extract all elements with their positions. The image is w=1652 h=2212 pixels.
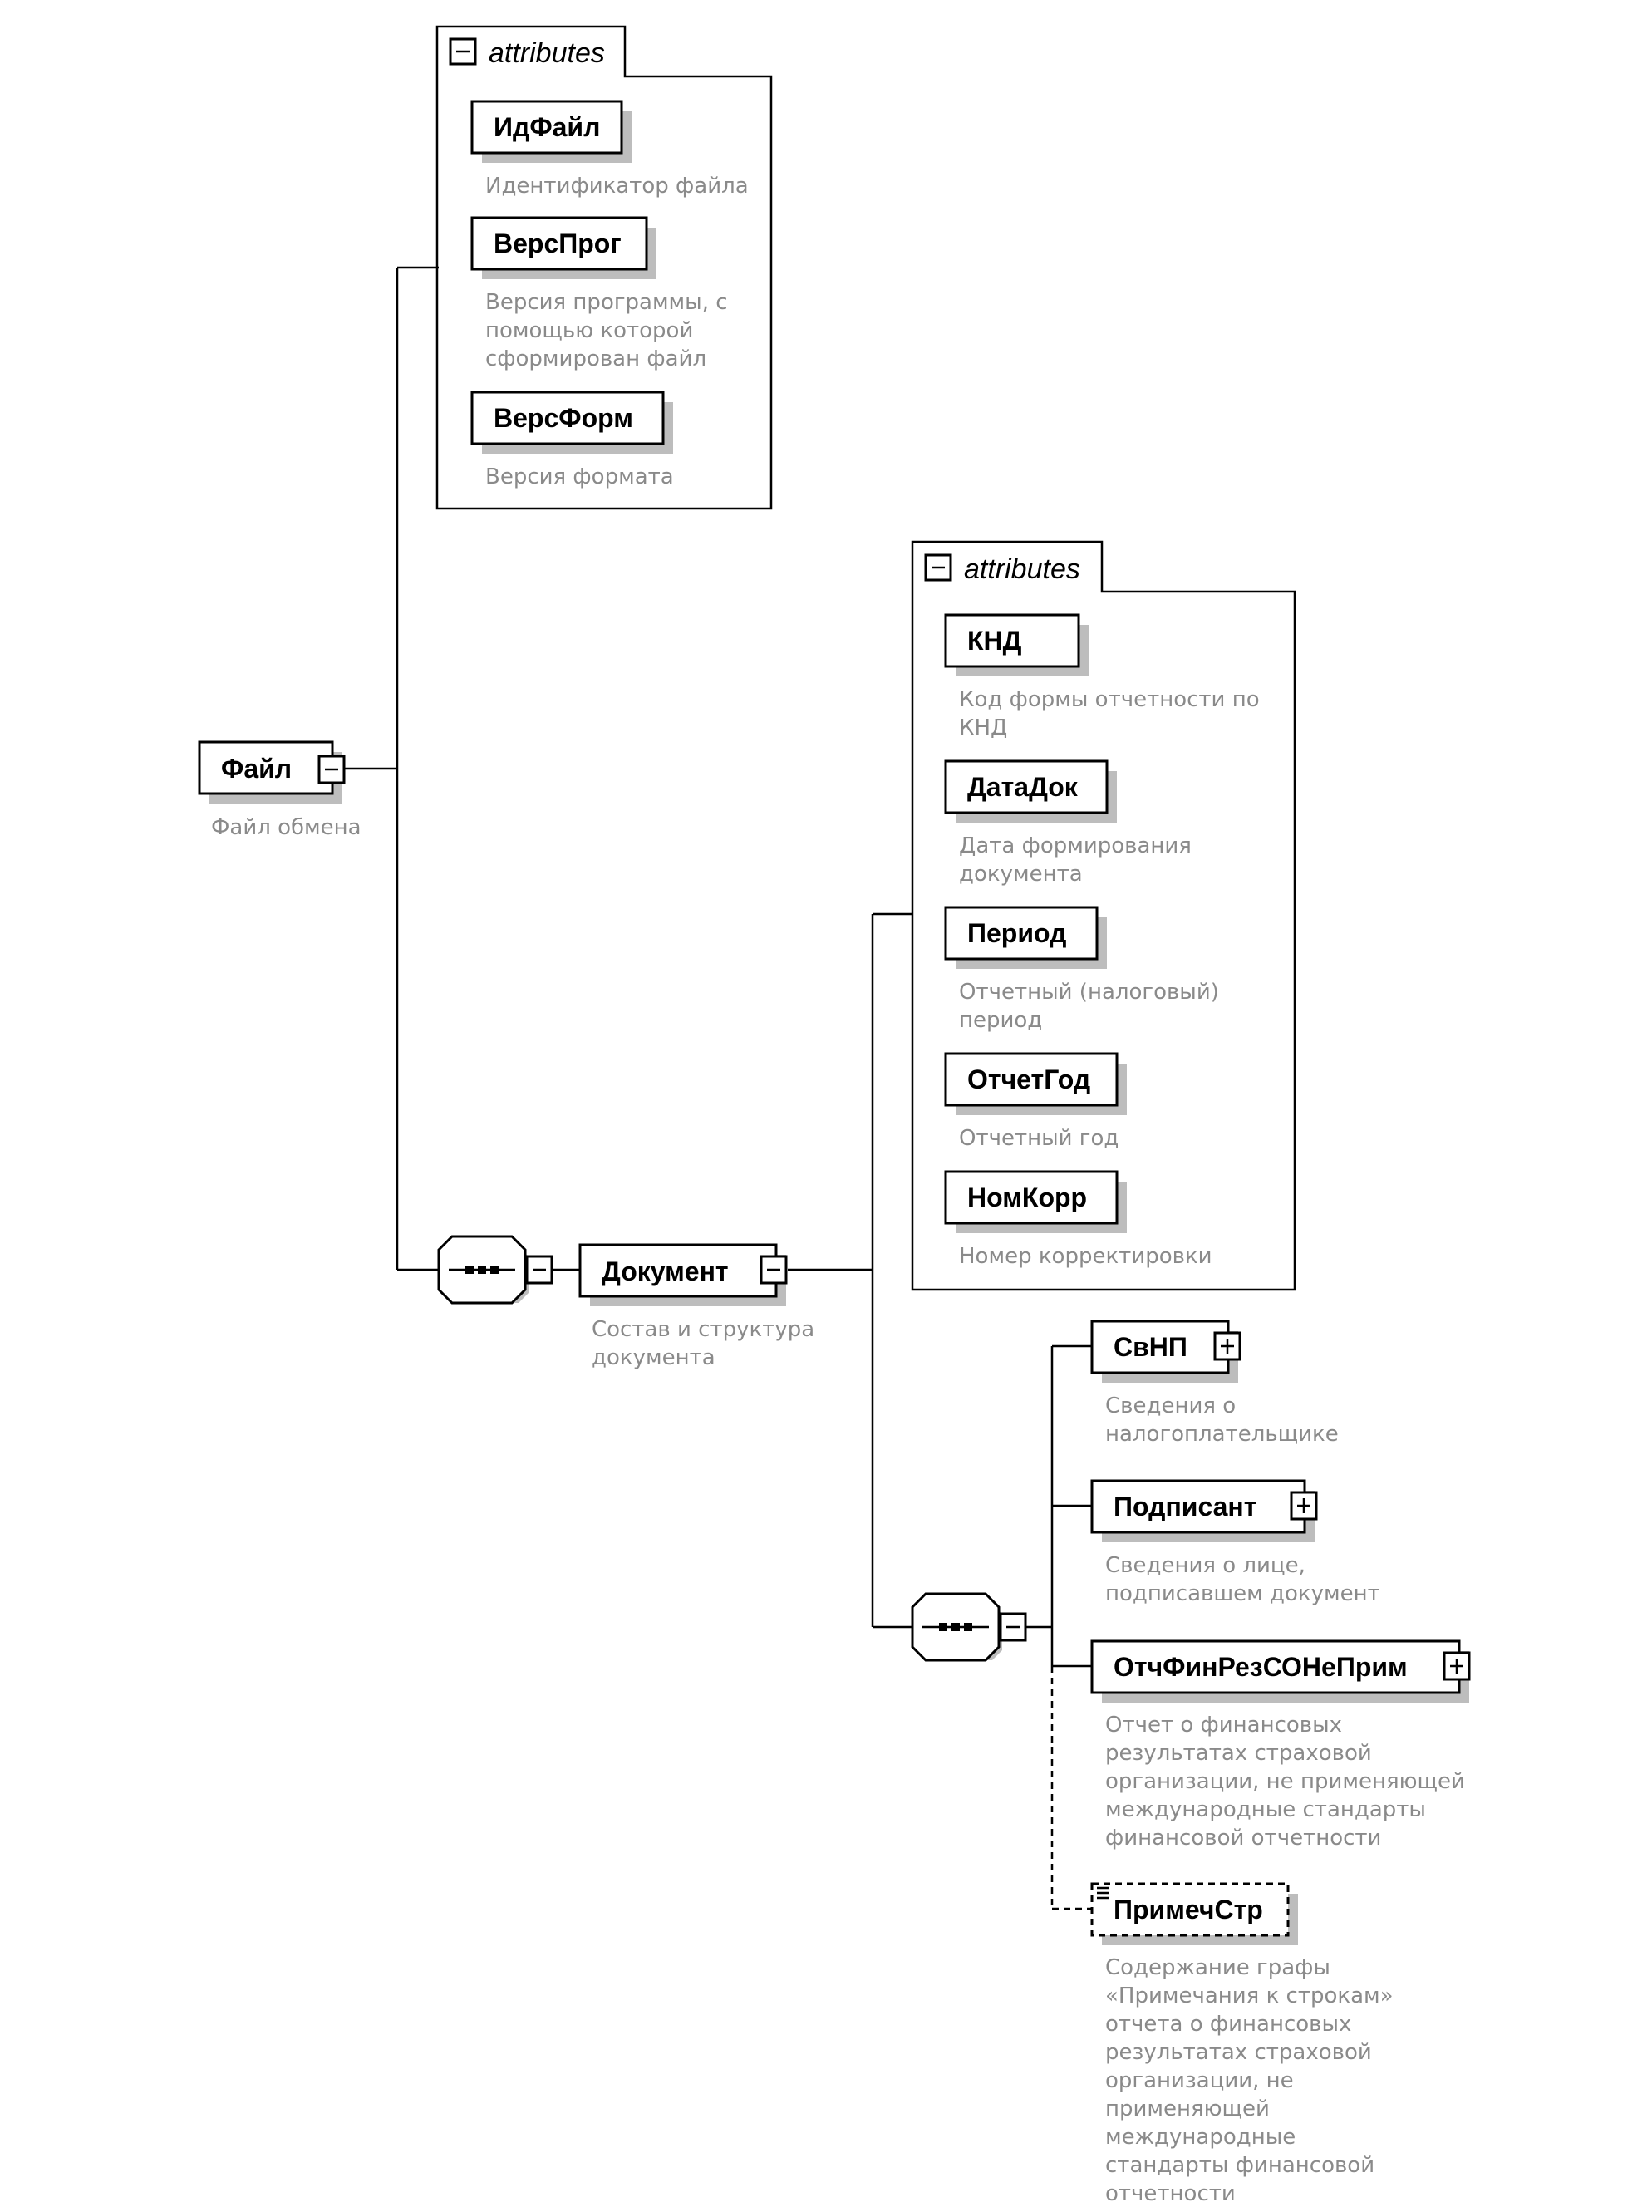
attribute-name: ДатаДок [967,772,1079,802]
element-description: Состав и структура документа [592,1317,821,1370]
attribute-versform[interactable]: ВерсФорм Версия формата [470,391,674,489]
element-description: Сведения о налогоплательщике [1105,1394,1339,1447]
document-element[interactable]: Документ Состав и структура документа [578,1243,821,1370]
element-description: Содержание графы «Примечания к строкам» … [1105,1955,1400,2206]
attribute-name: ИдФайл [494,112,600,142]
attribute-name: ВерсФорм [494,403,633,433]
attribute-period[interactable]: Период Отчетный (налоговый) период [944,906,1226,1033]
root-element[interactable]: Файл Файл обмена [198,740,361,840]
attribute-name: ВерсПрог [494,229,622,258]
attribute-description: Номер корректировки [959,1244,1212,1269]
attribute-name: КНД [967,626,1022,656]
attribute-nomkorr[interactable]: НомКорр Номер корректировки [944,1170,1212,1269]
element-name: СвНП [1114,1332,1187,1362]
element-description: Отчет о финансовых результатах страховой… [1105,1713,1472,1851]
attribute-name: Период [967,918,1066,948]
element-name: Документ [602,1256,729,1286]
connector-lines [344,266,1092,1910]
element-primechstr[interactable]: ПримечСтр Содержание графы «Примечания к… [1090,1882,1400,2206]
element-name: ПримечСтр [1114,1895,1263,1924]
attribute-description: Отчетный (налоговый) период [959,980,1226,1033]
attributes-group-label: attributes [489,37,605,69]
element-podpisant[interactable]: Подписант Сведения о лице, подписавшем д… [1090,1479,1380,1606]
attributes-group-label: attributes [964,553,1080,585]
element-name: ОтчФинРезСОНеПрим [1114,1652,1408,1682]
attribute-name: ОтчетГод [967,1064,1090,1094]
text-content-icon [1097,1886,1109,1900]
element-svnp[interactable]: СвНП Сведения о налогоплательщике [1090,1320,1339,1447]
element-description: Сведения о лице, подписавшем документ [1105,1553,1380,1606]
attribute-otchetgod[interactable]: ОтчетГод Отчетный год [944,1052,1127,1151]
sequence-compositor[interactable] [437,1235,553,1305]
attribute-datadok[interactable]: ДатаДок Дата формирования документа [944,759,1198,887]
element-name: Подписант [1114,1492,1256,1521]
attribute-description: Код формы отчетности по КНД [959,687,1266,740]
element-description: Файл обмена [211,815,361,840]
attribute-description: Дата формирования документа [959,833,1198,887]
attribute-idfile[interactable]: ИдФайл Идентификатор файла [470,100,749,199]
attribute-description: Версия программы, с помощью которой сфор… [485,290,735,371]
attribute-versprog[interactable]: ВерсПрог Версия программы, с помощью кот… [470,216,735,371]
attribute-knd[interactable]: КНД Код формы отчетности по КНД [944,613,1266,740]
sequence-compositor[interactable] [911,1592,1027,1662]
element-otchfinrezsoneprim[interactable]: ОтчФинРезСОНеПрим Отчет о финансовых рез… [1090,1639,1472,1851]
document-attributes-group: attributes [911,540,1296,1291]
file-attributes-group: attributes [435,25,773,510]
element-name: Файл [221,754,292,784]
attribute-name: НомКорр [967,1182,1087,1212]
attribute-description: Версия формата [485,465,674,489]
attribute-description: Идентификатор файла [485,174,749,199]
attribute-description: Отчетный год [959,1126,1119,1151]
